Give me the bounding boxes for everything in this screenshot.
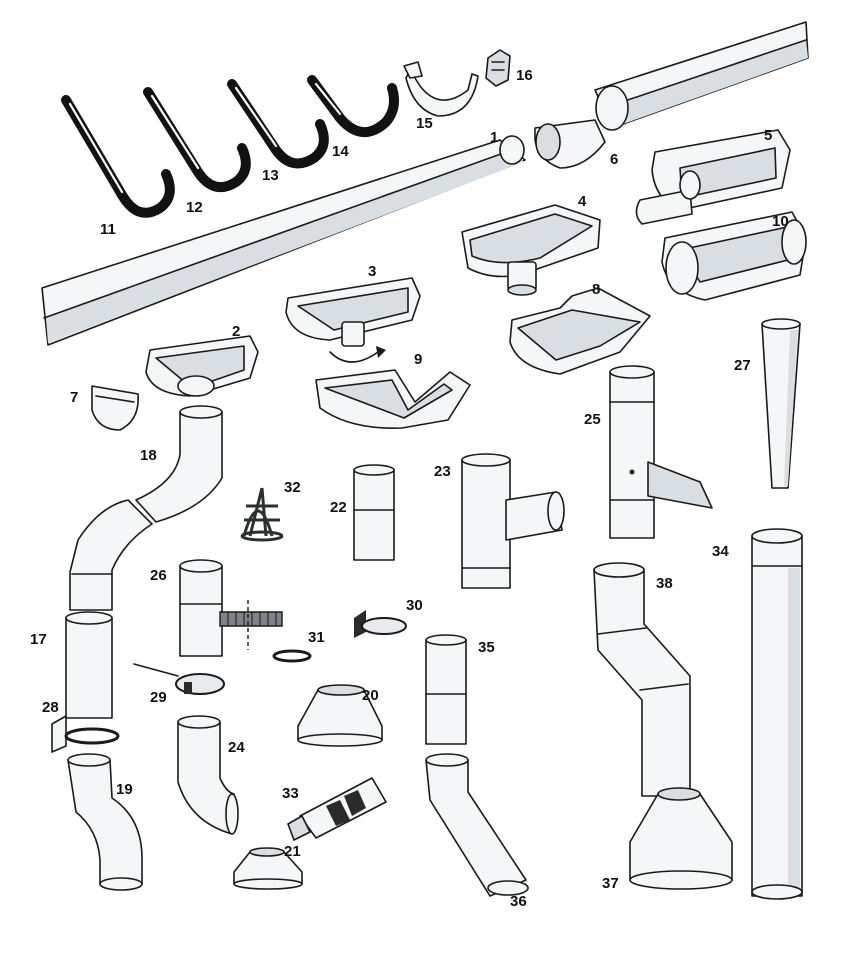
label-1: 1: [490, 129, 498, 146]
part-22-socket: [353, 464, 395, 561]
label-3: 3: [368, 263, 376, 280]
label-31: 31: [308, 629, 325, 646]
part-16-clip: [485, 49, 511, 87]
gutter-segment-right: [594, 21, 809, 131]
part-13-hook: [227, 79, 329, 169]
part-26-branch: [179, 559, 283, 657]
label-20: 20: [362, 687, 379, 704]
part-14-hook: [307, 75, 399, 137]
label-23: 23: [434, 463, 451, 480]
part-36-angled-pipe: [425, 753, 529, 897]
part-8-corner: [509, 287, 651, 375]
part-10-union: [661, 211, 807, 301]
label-4: 4: [578, 193, 587, 210]
part-12-hook: [143, 87, 251, 193]
part-20-reducer: [297, 684, 383, 747]
part-9-corner: [315, 369, 471, 429]
part-28-pipe-clamp: [51, 715, 120, 753]
part-2-end-cap: [145, 335, 259, 397]
label-14: 14: [332, 143, 349, 160]
label-16: 16: [516, 67, 533, 84]
part-7-end-stop: [91, 385, 139, 431]
label-8: 8: [592, 281, 600, 298]
label-5: 5: [764, 127, 772, 144]
part-17-pipe: [65, 611, 113, 719]
label-9: 9: [414, 351, 422, 368]
label-6: 6: [610, 151, 618, 168]
label-24: 24: [228, 739, 245, 756]
part-6-end-cap: [534, 119, 606, 169]
part-5-outlet: [635, 129, 791, 225]
part-24-elbow: [177, 715, 239, 835]
part-1-gutter: [41, 135, 526, 346]
part-38-offset: [593, 562, 691, 797]
label-7: 7: [70, 389, 78, 406]
label-28: 28: [42, 699, 59, 716]
part-11-hook: [61, 95, 175, 218]
part-31-clip: [272, 649, 312, 663]
label-29: 29: [150, 689, 167, 706]
label-11: 11: [100, 221, 116, 238]
part-25-downpipe-branch: [609, 365, 713, 539]
label-37: 37: [602, 875, 619, 892]
part-3-outlet: [285, 277, 421, 363]
label-19: 19: [116, 781, 133, 798]
label-12: 12: [186, 199, 203, 216]
label-32: 32: [284, 479, 301, 496]
label-30: 30: [406, 597, 423, 614]
part-23-tee: [461, 453, 565, 589]
part-18-bend: [69, 405, 223, 611]
label-38: 38: [656, 575, 673, 592]
part-34-downpipe: [751, 528, 803, 900]
part-labels: 1 2 3 4 5 6 7 8 9 10 11 12 13 14 15 16 1…: [30, 67, 789, 910]
part-21-reducer: [233, 847, 303, 890]
part-32-leaf-guard: [240, 487, 284, 542]
label-33: 33: [282, 785, 299, 802]
label-22: 22: [330, 499, 347, 516]
label-36: 36: [510, 893, 527, 910]
part-37-reducer: [629, 787, 733, 890]
label-18: 18: [140, 447, 157, 464]
part-35-pipe: [425, 634, 467, 745]
label-10: 10: [772, 213, 789, 230]
label-26: 26: [150, 567, 167, 584]
part-27-tapered-pipe: [761, 318, 801, 489]
label-2: 2: [232, 323, 240, 340]
label-17: 17: [30, 631, 47, 648]
part-33-sealant-tube: [287, 777, 387, 841]
part-19-offset: [67, 753, 143, 891]
label-13: 13: [262, 167, 279, 184]
label-25: 25: [584, 411, 601, 428]
label-34: 34: [712, 543, 729, 560]
part-15-bracket: [403, 61, 479, 117]
part-29-clamp: [133, 663, 225, 695]
label-35: 35: [478, 639, 495, 656]
label-21: 21: [284, 843, 301, 860]
part-4-running-outlet: [461, 204, 601, 296]
label-15: 15: [416, 115, 433, 132]
part-30-clamp: [354, 610, 407, 638]
label-27: 27: [734, 357, 751, 374]
